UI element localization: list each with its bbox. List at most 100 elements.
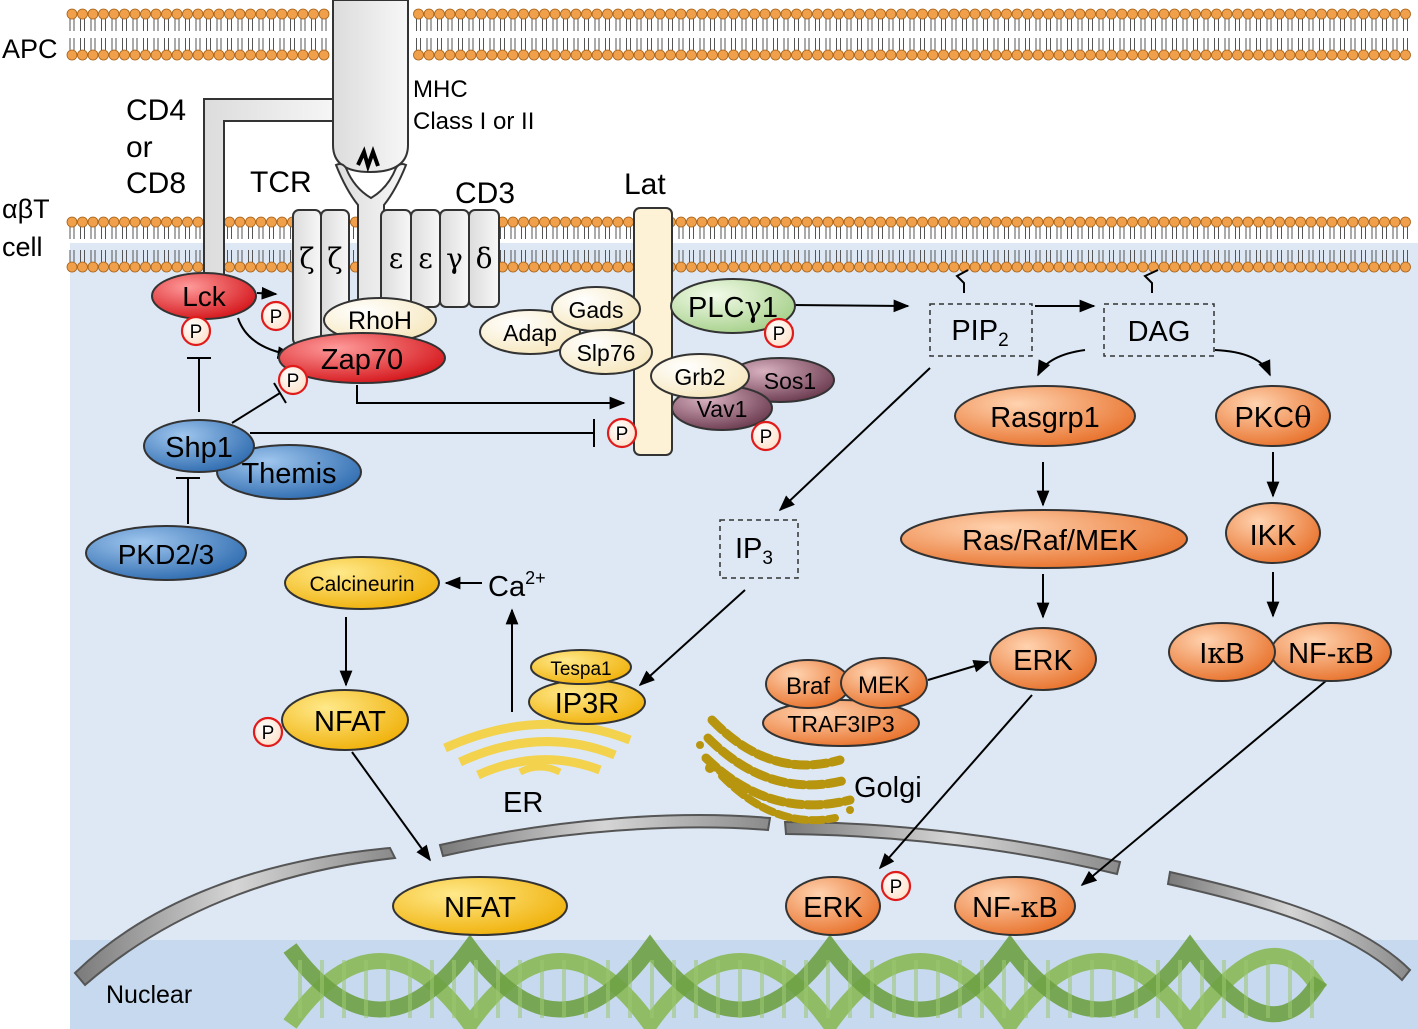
cd3-chain-label: ζ — [299, 242, 314, 275]
nfat-nucleus — [392, 876, 568, 936]
apc-membrane — [66, 8, 1411, 61]
ras-raf-mek-label: Ras/Raf/MEK — [962, 525, 1138, 557]
ikb — [1168, 622, 1276, 682]
arrow-zap70-to-lat — [356, 385, 626, 410]
arrow-nfkb-to-nucleus — [1080, 679, 1328, 887]
slp76 — [559, 329, 653, 375]
cd3-chain — [468, 209, 500, 308]
calcineurin-label: Calcineurin — [309, 573, 414, 596]
nucleus-label: Nuclear — [106, 981, 192, 1009]
nfkb-nucleus-label: NF-κB — [972, 890, 1058, 924]
ip3-label: IP3 — [735, 533, 773, 569]
mhc-label: MHC — [413, 76, 468, 103]
ip3r-label: IP3R — [555, 688, 619, 720]
lat-label: Lat — [624, 168, 666, 201]
phospho-marker — [180, 315, 212, 347]
phospho-marker — [606, 417, 638, 449]
grb2 — [650, 353, 750, 399]
inhibit-shp1-to-zap70 — [231, 382, 287, 424]
nfat-cytoplasm-label: NFAT — [314, 706, 386, 738]
cd3-chain-label: ε — [389, 242, 404, 275]
adap-label: Adap — [503, 320, 557, 346]
mek-label: MEK — [858, 672, 910, 699]
cd3-chain-label: γ — [446, 242, 463, 275]
phospho-label: P — [262, 723, 275, 744]
mhc-class-label: Class I or II — [413, 108, 534, 135]
phospho-label: P — [760, 427, 773, 448]
arrow-braf-to-erk — [927, 660, 990, 681]
phospho-marker — [260, 300, 292, 332]
rasgrp1 — [954, 385, 1136, 447]
coreceptor-cd8: CD8 — [126, 167, 186, 200]
arrow-lck-to-p — [256, 286, 278, 300]
tespa1 — [530, 649, 632, 685]
erk-nucleus — [785, 876, 881, 936]
apc-label: APC — [2, 34, 58, 64]
inhibit-shp1-to-lat — [250, 419, 595, 447]
adap — [479, 309, 581, 355]
shp1-label: Shp1 — [165, 432, 233, 464]
nuclear-envelope — [73, 814, 1412, 987]
tespa1-label: Tespa1 — [550, 659, 611, 680]
mek — [840, 657, 928, 709]
dag-label: DAG — [1128, 316, 1191, 348]
golgi-label: Golgi — [854, 772, 922, 804]
arrow-nfat-to-nucleus — [351, 751, 431, 862]
phospho-label: P — [190, 322, 203, 343]
grb2-label: Grb2 — [674, 364, 725, 390]
phospho-label: P — [287, 371, 300, 392]
arrow-dag-to-rasgrp1 — [1037, 349, 1086, 377]
vav1-label: Vav1 — [697, 396, 748, 422]
arrow-plcg1-to-pip2 — [791, 299, 910, 313]
ikb-label: IκB — [1199, 636, 1245, 670]
calcineurin — [284, 556, 440, 610]
themis — [216, 444, 362, 500]
dag-membrane-hook — [1143, 269, 1159, 293]
plcg1-label: PLCγ1 — [688, 290, 778, 324]
pkctheta — [1215, 385, 1331, 447]
pkctheta-label: PKCθ — [1234, 400, 1311, 434]
erk-label: ERK — [1013, 645, 1073, 677]
plcg1 — [670, 278, 796, 334]
arrow-pip2-to-ip3 — [778, 367, 931, 512]
themis-label: Themis — [241, 458, 336, 490]
inhibit-shp1-to-lck — [187, 357, 211, 412]
t-cell-label-line2: cell — [2, 232, 43, 262]
phospho-marker — [763, 317, 795, 349]
phospho-marker — [277, 364, 309, 396]
zap70 — [278, 332, 446, 384]
cd3-chain-label: δ — [476, 242, 493, 275]
slp76-label: Slp76 — [577, 340, 636, 366]
nfat-cytoplasm — [281, 689, 409, 751]
arrow-ip3-to-ip3r — [638, 589, 746, 687]
rhoh-label: RhoH — [348, 307, 412, 335]
phospho-marker — [880, 870, 912, 902]
phospho-marker — [750, 420, 782, 452]
nfkb-nucleus — [954, 876, 1076, 936]
cd3-chain — [292, 209, 322, 346]
traf3ip3-label: TRAF3IP3 — [787, 711, 894, 737]
pip2-label: PIP2 — [951, 315, 1008, 351]
lck-label: Lck — [182, 281, 227, 312]
er — [443, 719, 632, 780]
tcr — [334, 163, 408, 306]
coreceptor-or: or — [126, 131, 153, 164]
sos1-label: Sos1 — [764, 368, 816, 394]
rasgrp1-label: Rasgrp1 — [990, 402, 1100, 434]
ip3 — [719, 519, 799, 579]
pkd — [85, 525, 247, 581]
cd3-chain-label: ε — [418, 242, 433, 275]
pip2-membrane-hook — [955, 269, 969, 293]
dna-helix — [283, 934, 1327, 1029]
shp1 — [143, 419, 255, 473]
phospho-label: P — [270, 307, 283, 328]
lat — [633, 207, 673, 456]
peptide — [356, 146, 380, 173]
gads-label: Gads — [569, 297, 624, 323]
coreceptor-label: CD4 — [126, 94, 186, 127]
arrow-erk-to-nucleus — [878, 694, 1033, 870]
ras-raf-mek — [900, 509, 1188, 569]
t-cell-label: αβT — [2, 194, 50, 224]
